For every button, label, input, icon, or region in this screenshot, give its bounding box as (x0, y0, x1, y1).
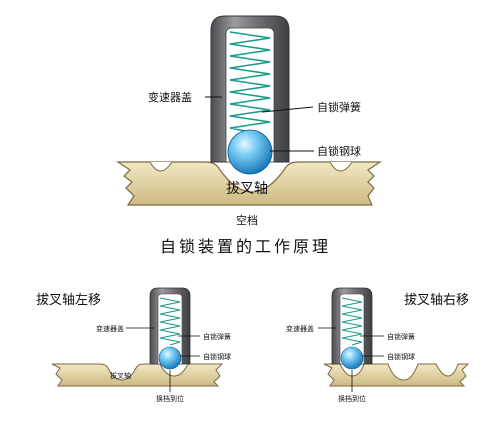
right-housing-label: 变速器盖 (286, 324, 314, 333)
main-spring-leader (261, 106, 314, 113)
right-housing-bore (339, 293, 365, 365)
right-spring (341, 297, 363, 346)
main-spring-label: 自锁弹簧 (317, 100, 361, 114)
main-lock-ball (227, 129, 273, 175)
main-diagram: 变速器盖 自锁弹簧 自锁钢球 拔叉轴 空档 (116, 15, 382, 227)
left-spring-label: 自锁弹簧 (203, 332, 231, 341)
left-housing-bore (157, 293, 183, 365)
left-diagram: 拔叉轴左移 变速器盖 自锁弹簧 自锁钢球 拔叉轴 换档到位 (36, 287, 231, 403)
main-ball-label: 自锁钢球 (317, 144, 361, 158)
right-lock-ball (340, 346, 364, 370)
main-spring (229, 31, 271, 133)
right-position-label: 换档到位 (338, 394, 366, 403)
main-shaft-groove-right (329, 161, 353, 172)
left-shaft-label: 拔叉轴 (110, 371, 131, 380)
left-ball-label: 自锁钢球 (203, 352, 231, 361)
left-heading: 拔叉轴左移 (36, 293, 101, 308)
main-fork-shaft (116, 161, 382, 206)
left-fork-shaft (51, 363, 224, 387)
main-shaft-groove-left (149, 161, 173, 172)
diagram-title: 自锁装置的工作原理 (160, 237, 331, 256)
left-housing-label: 变速器盖 (96, 324, 124, 333)
right-diagram: 拔叉轴右移 变速器盖 自锁弹簧 自锁钢球 换档到位 (286, 287, 470, 403)
right-ball-label: 自锁钢球 (387, 352, 415, 361)
right-heading: 拔叉轴右移 (404, 293, 469, 308)
left-spring (159, 297, 181, 346)
left-position-label: 换档到位 (156, 394, 184, 403)
left-lock-ball (158, 346, 182, 370)
right-spring-label: 自锁弹簧 (387, 332, 415, 341)
main-position-label: 空档 (236, 213, 258, 227)
main-shaft-label: 拔叉轴 (226, 181, 268, 197)
main-housing-label: 变速器盖 (148, 90, 192, 104)
